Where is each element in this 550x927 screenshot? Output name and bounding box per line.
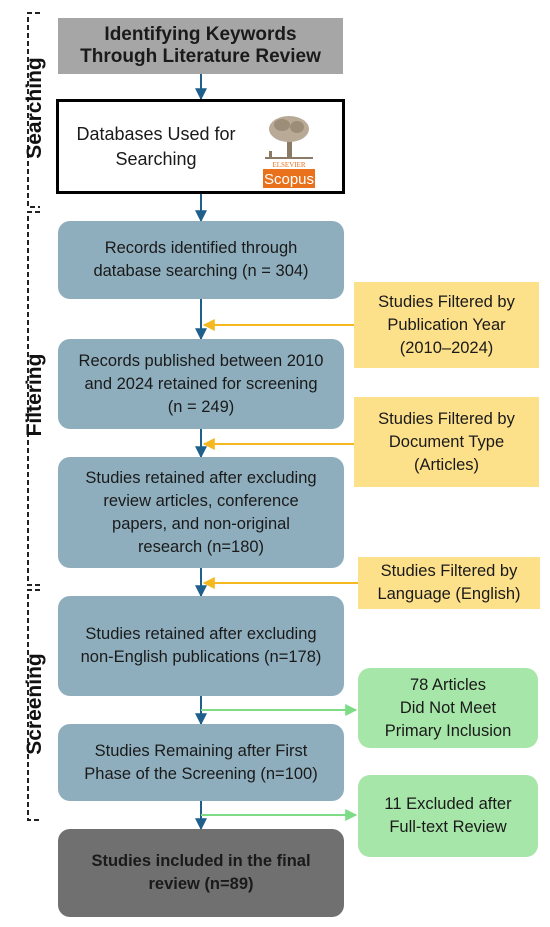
filter-arrows — [202, 319, 358, 589]
studies-remaining-box: Studies Remaining after First Phase of t… — [58, 724, 344, 801]
studies-excluding-reviews-line-1: Studies retained after excluding — [85, 468, 317, 487]
studies-excluding-non-english-line-1: Studies retained after excluding — [85, 625, 317, 643]
studies-remaining-line-1: Studies Remaining after First — [94, 741, 308, 760]
databases-box: Databases Used for Searching — [56, 99, 345, 194]
screening-bracket — [27, 589, 40, 821]
exclusion-primary-inclusion-line-1: 78 Articles — [409, 675, 487, 694]
records-identified-line-2: database searching (n = 304) — [93, 262, 309, 280]
filter-publication-year-line-1: Studies Filtered by — [378, 292, 515, 311]
stage-label-filtering: Filtering — [23, 353, 46, 437]
studies-excluding-reviews-box: Studies retained after excluding review … — [58, 457, 344, 568]
filter-document-type-line-3: (Articles) — [413, 455, 480, 474]
filter-document-type-line-1: Studies Filtered by — [378, 409, 515, 428]
exclusion-primary-inclusion-line-3: Primary Inclusion — [384, 721, 512, 740]
final-review-line-1: Studies included in the final — [91, 852, 311, 870]
exclusion-full-text-box: 11 Excluded after Full-text Review — [358, 775, 538, 857]
records-published-box: Records published between 2010 and 2024 … — [58, 339, 344, 429]
studies-excluding-reviews-line-4: research (n=180) — [137, 537, 265, 556]
databases-line-2: Searching — [115, 148, 197, 169]
records-identified-box: Records identified through database sear… — [58, 221, 344, 299]
records-published-line-3: (n = 249) — [167, 397, 235, 416]
studies-excluding-non-english-box: Studies retained after excluding non-Eng… — [58, 596, 344, 696]
filter-language-line-2: Language (English) — [377, 585, 521, 603]
filter-document-type-box: Studies Filtered by Document Type (Artic… — [354, 397, 539, 487]
keywords-box: Identifying Keywords Through Literature … — [58, 18, 343, 74]
keywords-line-2: Through Literature Review — [80, 46, 321, 67]
exclusion-full-text-line-2: Full-text Review — [389, 818, 507, 836]
studies-excluding-reviews-line-2: review articles, conference — [103, 491, 299, 510]
filter-publication-year-line-3: (2010–2024) — [399, 338, 494, 357]
filter-publication-year-line-2: Publication Year — [387, 315, 506, 334]
elsevier-tree-icon: ELSEVIER Scopus — [263, 116, 315, 188]
scopus-wordmark: Scopus — [264, 171, 314, 188]
filter-document-type-line-2: Document Type — [388, 432, 505, 451]
studies-remaining-line-2: Phase of the Screening (n=100) — [84, 764, 318, 783]
stage-label-screening: Screening — [23, 653, 46, 755]
filter-language-line-1: Studies Filtered by — [380, 562, 518, 580]
records-published-line-2: and 2024 retained for screening — [84, 374, 318, 393]
exclusion-primary-inclusion-line-2: Did Not Meet — [399, 698, 497, 717]
keywords-line-1: Identifying Keywords — [104, 24, 297, 45]
records-identified-line-1: Records identified through — [104, 239, 298, 257]
exclusion-full-text-line-1: 11 Excluded after — [384, 795, 512, 813]
searching-bracket — [27, 12, 40, 208]
elsevier-wordmark: ELSEVIER — [272, 161, 305, 169]
stage-label-searching: Searching — [23, 57, 46, 159]
databases-line-1: Databases Used for — [76, 123, 236, 144]
studies-excluding-non-english-line-2: non-English publications (n=178) — [80, 648, 322, 666]
stage-brackets — [27, 12, 40, 821]
final-review-line-2: review (n=89) — [148, 875, 254, 893]
records-published-line-1: Records published between 2010 — [78, 351, 324, 370]
studies-excluding-reviews-line-3: papers, and non-original — [112, 514, 290, 533]
exclusion-arrows — [201, 704, 358, 821]
exclusion-primary-inclusion-box: 78 Articles Did Not Meet Primary Inclusi… — [358, 668, 538, 748]
filter-language-box: Studies Filtered by Language (English) — [358, 557, 540, 609]
filter-publication-year-box: Studies Filtered by Publication Year (20… — [354, 282, 539, 368]
scopus-logo: ELSEVIER Scopus — [249, 111, 329, 189]
final-review-box: Studies included in the final review (n=… — [58, 829, 344, 917]
